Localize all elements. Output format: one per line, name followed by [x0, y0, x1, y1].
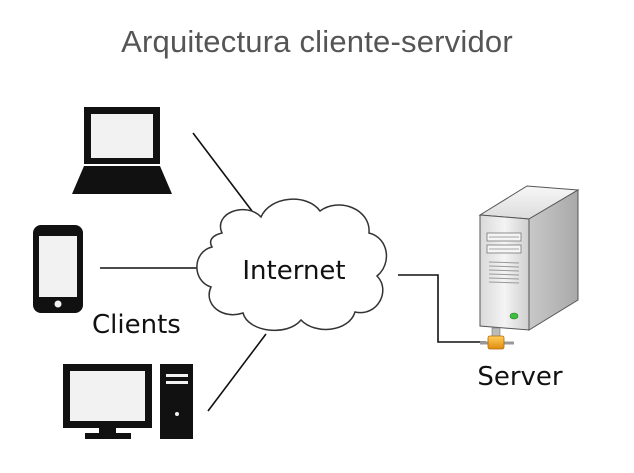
- internet-label: Internet: [242, 256, 345, 286]
- diagram-title: Arquitectura cliente-servidor: [121, 24, 513, 59]
- network-connector-icon: [480, 327, 514, 350]
- desktop-computer-icon: [63, 364, 193, 439]
- desktop-connection-line: [207, 333, 267, 412]
- server-label: Server: [477, 362, 563, 392]
- smartphone-icon: [33, 225, 83, 313]
- server-connection-line: [398, 274, 486, 343]
- laptop-icon: [72, 107, 172, 194]
- server-tower-icon: [478, 185, 580, 331]
- clients-label: Clients: [92, 310, 181, 340]
- cloud-icon: [196, 198, 388, 332]
- laptop-connection-line: [192, 132, 253, 212]
